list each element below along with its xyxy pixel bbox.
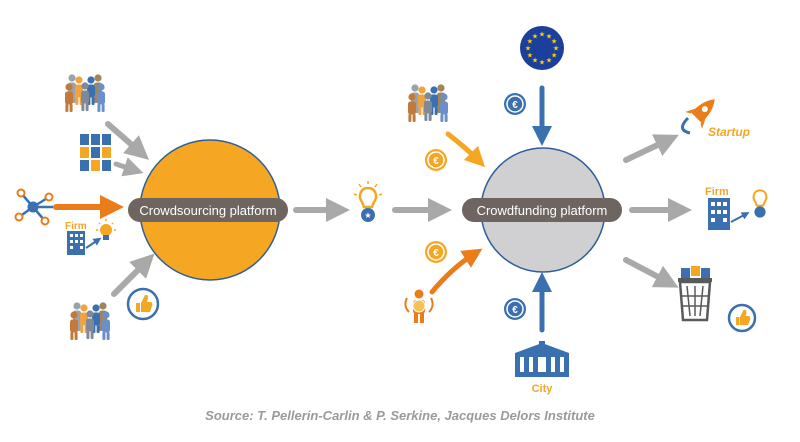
- svg-text:★: ★: [364, 211, 371, 220]
- arrow-thumbs-to-crowdsourcing: [111, 253, 155, 297]
- eu-star-icon: ★: [527, 38, 533, 46]
- rocket-trail-icon: [681, 116, 691, 135]
- arrow-to-failure: [623, 257, 679, 288]
- crowdsourcing-label-pill: [128, 198, 288, 222]
- person-with-coin-icon: [404, 289, 434, 323]
- eu-star-icon: ★: [539, 59, 545, 67]
- eu-star-icon: ★: [546, 57, 552, 65]
- eu-star-icon: ★: [539, 31, 545, 39]
- euro-coin-icon: [503, 297, 527, 321]
- network-icon: [14, 188, 54, 226]
- arrow-docs-to-crowdsourcing: [113, 157, 144, 177]
- eu-flag-icon: ★★★★★★★★★★★★: [520, 26, 564, 70]
- trash-bin-icon: [678, 266, 712, 322]
- source-caption: Source: T. Pellerin-Carlin & P. Serkine,…: [205, 408, 595, 423]
- documents-grid-icon: [80, 134, 111, 171]
- startup-label: Startup: [708, 125, 750, 139]
- euro-coin-icon: [424, 240, 448, 264]
- thumbs-up-icon: [727, 303, 757, 333]
- rocket-icon: [685, 99, 715, 129]
- eu-star-icon: ★: [553, 45, 559, 53]
- crowdsourcing-platform-label: Crowdsourcing platform: [139, 203, 276, 218]
- firm-label-left: Firm: [65, 221, 87, 232]
- euro-coin-icon: [424, 148, 448, 172]
- arrow-person-to-crowdfunding: [429, 248, 483, 295]
- eu-star-icon: ★: [546, 32, 552, 40]
- people-group-icon: [70, 302, 110, 340]
- arrow-firm-to-idea: [85, 237, 102, 249]
- euro-coin-icon: [503, 92, 527, 116]
- lightbulb-icon: [96, 219, 116, 240]
- arrow-firm-to-medal: [730, 212, 750, 223]
- crowdfunding-platform-label: Crowdfunding platform: [477, 203, 608, 218]
- firm-label-right: Firm: [705, 186, 729, 198]
- building-icon: [708, 198, 730, 230]
- building-icon: [67, 231, 85, 255]
- eu-star-icon: ★: [551, 52, 557, 60]
- arrow-crowd-to-crowdsourcing: [105, 121, 150, 160]
- thumbs-up-icon: [126, 287, 160, 321]
- idea-medal-icon: [752, 189, 768, 218]
- eu-star-icon: ★: [525, 45, 531, 53]
- city-hall-icon: [515, 341, 569, 377]
- people-group-icon: [65, 74, 105, 112]
- people-group-icon: [408, 84, 448, 122]
- eu-star-icon: ★: [527, 52, 533, 60]
- eu-star-icon: ★: [532, 57, 538, 65]
- arrow-crowd-to-crowdfunding: [445, 131, 486, 168]
- eu-star-icon: ★: [532, 32, 538, 40]
- idea-medal-icon: ★: [353, 181, 383, 222]
- crowdfunding-label-pill: [462, 198, 622, 222]
- city-label: City: [532, 383, 554, 395]
- eu-star-icon: ★: [551, 38, 557, 46]
- arrow-to-startup: [623, 134, 679, 163]
